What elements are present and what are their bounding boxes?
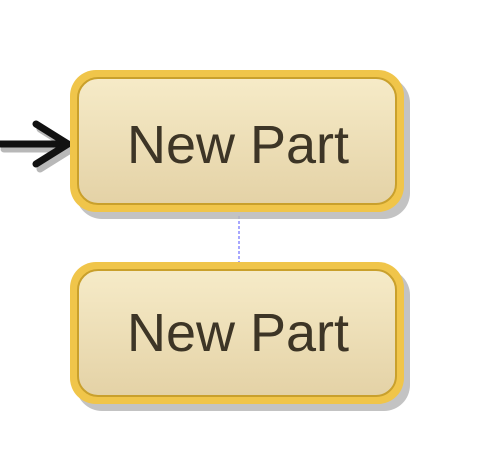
node-body — [77, 77, 397, 205]
part-node-1[interactable]: New Part — [70, 70, 410, 219]
entry-arrow[interactable] — [0, 120, 72, 168]
part-node-2[interactable]: New Part — [70, 262, 410, 411]
node-label: New Part — [127, 303, 349, 363]
node-body — [77, 269, 397, 397]
node-label: New Part — [127, 115, 349, 175]
